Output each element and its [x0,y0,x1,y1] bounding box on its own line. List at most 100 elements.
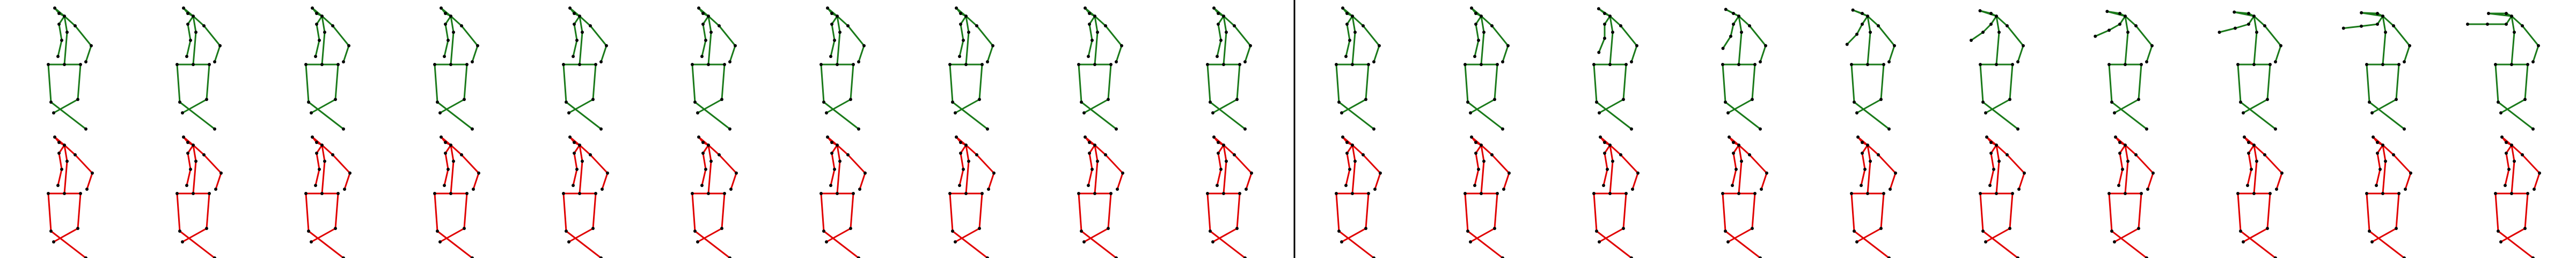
bone-neck-lsh [1861,144,1869,154]
bone-lsh-lelb [1088,23,1093,41]
joint-head2 [1603,141,1606,144]
joint-lhand [2117,184,2120,187]
bone-neck-rsh [2511,144,2523,156]
joint-rknee [334,227,337,230]
joint-head1 [568,135,572,139]
bone-neck-rsh [1609,144,1622,156]
bone-lelb-lhand [1216,168,1222,187]
bone-relb-rhand [2147,172,2154,190]
joint-lfoot [2242,111,2245,114]
bone-rsh-relb [2006,154,2025,174]
bone-lknee-rfoot [1596,230,1633,258]
joint-pelvis [1351,192,1354,195]
joint-rknee [76,98,79,101]
joint-pelvis [707,63,710,66]
joint-rsh [2134,24,2138,27]
joint-spine [1225,31,1228,34]
bone-relb-rhand [214,45,221,63]
bone-rsh-relb [1491,25,1509,47]
bone-spine-pelvis [1094,31,1099,66]
joint-lknee [1209,101,1212,104]
bone-lhip-lknee [949,63,954,103]
bone-relb-rhand [1115,45,1123,63]
bone-lknee-rfoot [2240,230,2277,258]
bone-rknee-lfoot [2371,98,2397,114]
bone-lhip-lknee [305,192,310,232]
joint-lhand [2341,26,2345,30]
joint-neck [964,144,968,147]
bone-lelb-lhand [572,168,578,187]
bone-neck-lsh [831,15,838,25]
bone-rsh-relb [1620,154,1639,174]
joint-lhand [1731,184,1734,187]
joint-lelb [575,39,579,42]
bone-neck-rsh [1351,144,1364,156]
joint-lknee [1466,101,1469,104]
joint-lsh [1989,23,1993,26]
bone-rknee-lfoot [954,98,980,114]
joint-lfoot [52,240,55,243]
joint-neck [192,15,195,18]
joint-pelvis [578,192,581,195]
joint-spine [1611,31,1614,34]
joint-spine [1482,31,1485,34]
joint-neck [2381,144,2384,147]
joint-lhip [304,192,308,195]
joint-rfoot [2531,256,2535,258]
bone-lsh-lelb [1217,23,1222,41]
joint-lfoot [1082,240,1086,243]
joint-head2 [701,141,705,144]
bone-relb-rhand [1374,172,1381,190]
bone-lhip-lknee [2366,192,2370,232]
joint-rknee [1879,227,1883,230]
joint-rfoot [1501,256,1504,258]
joint-lknee [1337,230,1341,233]
joint-relb [2150,44,2154,47]
joint-head1 [955,6,958,10]
joint-head2 [57,141,61,144]
bone-neck-spine [192,144,197,162]
joint-lhip [948,63,952,66]
bone-neck-spine [2382,144,2387,162]
joint-relb [90,44,93,47]
joint-rfoot [1759,256,1762,258]
joint-relb [1506,44,1510,47]
bone-neck-spine [1609,144,1614,162]
bone-head1-neck [2487,12,2513,17]
bone-lknee-rfoot [565,101,602,130]
joint-lknee [565,230,568,233]
joint-rknee [2523,227,2527,230]
joint-rfoot [1887,127,1891,131]
bone-neck-spine [1223,15,1227,33]
top-skeleton-figure-2 [175,6,222,131]
joint-neck [1222,15,1225,18]
bone-lknee-rfoot [952,230,989,258]
bone-lelb-lhand [2246,168,2252,187]
joint-lknee [1337,101,1341,104]
bone-relb-rhand [1888,45,1896,63]
joint-lhip [433,192,436,195]
joint-lknee [1853,101,1856,104]
joint-rhand [728,60,731,63]
bone-lsh-lelb [573,152,578,170]
joint-relb [1507,171,1511,175]
joint-relb [1765,171,1768,175]
bone-lsh-lelb [1346,152,1351,170]
joint-pelvis [1351,63,1354,66]
bone-spine-pelvis [2253,31,2258,66]
bone-rsh-relb [718,154,737,174]
bone-rknee-lfoot [2113,227,2140,243]
joint-rhand [1245,188,1248,191]
bone-lsh-lelb [702,152,707,170]
top-skeleton-figure-12 [1463,6,1510,131]
joint-head2 [2247,12,2250,15]
bone-spine-pelvis [1738,160,1743,195]
bone-lknee-rfoot [1853,101,1890,130]
joint-rhip [1882,192,1885,195]
joint-rhand [1501,60,1504,63]
bone-relb-rhand [1244,45,1252,63]
bone-lhip-lknee [562,63,567,103]
joint-rhand [1887,60,1891,63]
bone-lhip-lknee [2237,192,2242,232]
joint-lknee [2239,101,2242,104]
